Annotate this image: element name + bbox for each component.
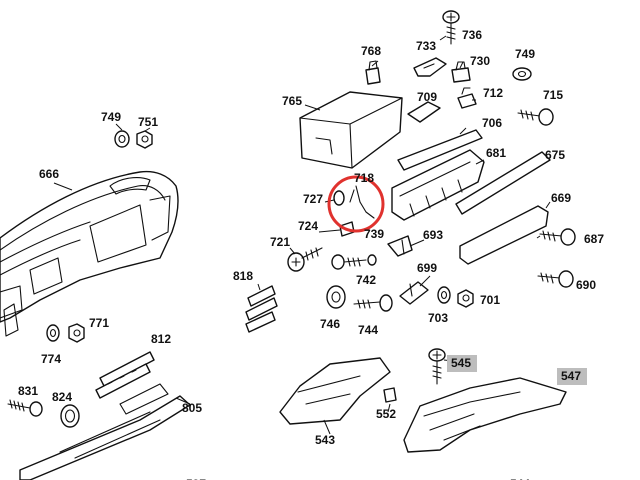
part-label-733: 733 — [416, 39, 436, 53]
label-highlight-545 — [447, 355, 477, 372]
part-label-690: 690 — [576, 278, 596, 292]
part-label-824: 824 — [52, 390, 72, 404]
part-label-709: 709 — [417, 90, 437, 104]
part-label-831: 831 — [18, 384, 38, 398]
nut-771 — [68, 323, 85, 343]
screw-742 — [331, 254, 377, 270]
part-label-547: 547 — [561, 369, 581, 383]
part-label-706: 706 — [482, 116, 502, 130]
part-label-701: 701 — [480, 293, 500, 307]
part-label-545: 545 — [451, 356, 471, 370]
part-label-712: 712 — [483, 86, 503, 100]
part-label-675: 675 — [545, 148, 565, 162]
frame-706 — [397, 129, 483, 171]
highlight-circle — [327, 175, 385, 233]
part-label-736: 736 — [462, 28, 482, 42]
duct-543 — [279, 357, 391, 425]
part-label-552: 552 — [376, 407, 396, 421]
part-label-749b: 749 — [101, 110, 121, 124]
part-label-744: 744 — [358, 323, 378, 337]
part-label-669: 669 — [551, 191, 571, 205]
washer-746 — [326, 285, 346, 309]
clip-727 — [333, 190, 345, 206]
part-label-774: 774 — [41, 352, 61, 366]
part-label-699: 699 — [417, 261, 437, 275]
part-label-765: 765 — [282, 94, 302, 108]
part-label-749a: 749 — [515, 47, 535, 61]
bracket-733 — [413, 57, 447, 77]
part-label-818: 818 — [233, 269, 253, 283]
trim-805 — [19, 383, 191, 480]
grommet-824 — [60, 404, 80, 428]
part-label-544: 544 — [510, 477, 530, 480]
bracket-693 — [387, 235, 413, 257]
trim-675 — [455, 151, 551, 215]
part-label-681: 681 — [486, 146, 506, 160]
part-label-771: 771 — [89, 316, 109, 330]
screw-744 — [353, 294, 393, 312]
washer-703 — [437, 286, 451, 304]
leader-lines — [53, 35, 551, 435]
part-label-721: 721 — [270, 235, 290, 249]
part-label-730: 730 — [470, 54, 490, 68]
glovebox-765 — [299, 91, 403, 169]
part-label-597: 597 — [186, 477, 206, 480]
part-label-718: 718 — [354, 171, 374, 185]
bracket-709 — [407, 101, 441, 123]
part-label-739: 739 — [364, 227, 384, 241]
console-681 — [391, 149, 485, 221]
part-label-666: 666 — [39, 167, 59, 181]
part-label-805: 805 — [182, 401, 202, 415]
clip-768 — [365, 60, 381, 85]
part-label-715: 715 — [543, 88, 563, 102]
screw-687 — [539, 228, 576, 246]
washer-749-left — [114, 130, 130, 148]
part-label-693: 693 — [423, 228, 443, 242]
screw-721 — [287, 247, 323, 272]
duct-547 — [403, 377, 567, 453]
part-label-812: 812 — [151, 332, 171, 346]
bracket-699 — [399, 281, 429, 305]
clip-712 — [457, 87, 477, 109]
washer-749-right — [512, 67, 532, 81]
callout-labels: 736 768 733 730 749 765 709 712 715 749 751 706 666 6… — [18, 28, 604, 480]
screw-690 — [537, 270, 574, 288]
part-label-724: 724 — [298, 219, 318, 233]
nut-751 — [136, 130, 153, 149]
part-label-768: 768 — [361, 44, 381, 58]
screw-736 — [442, 10, 460, 45]
screw-715 — [517, 108, 554, 126]
label-highlight-547 — [557, 368, 587, 385]
spring-718 — [349, 185, 375, 219]
clip-552 — [383, 387, 397, 403]
part-label-543: 543 — [315, 433, 335, 447]
part-label-746: 746 — [320, 317, 340, 331]
trim-669 — [459, 205, 549, 265]
bracket-818 — [245, 285, 278, 333]
panel-812 — [95, 351, 155, 399]
clip-730 — [451, 61, 471, 83]
part-label-751: 751 — [138, 115, 158, 129]
part-label-727: 727 — [303, 192, 323, 206]
part-label-742: 742 — [356, 273, 376, 287]
part-label-687: 687 — [584, 232, 604, 246]
part-label-703: 703 — [428, 311, 448, 325]
washer-774 — [46, 324, 60, 342]
nut-701 — [457, 289, 474, 308]
screw-831 — [7, 399, 43, 417]
dashboard-666 — [0, 170, 179, 337]
screw-545 — [428, 348, 446, 385]
